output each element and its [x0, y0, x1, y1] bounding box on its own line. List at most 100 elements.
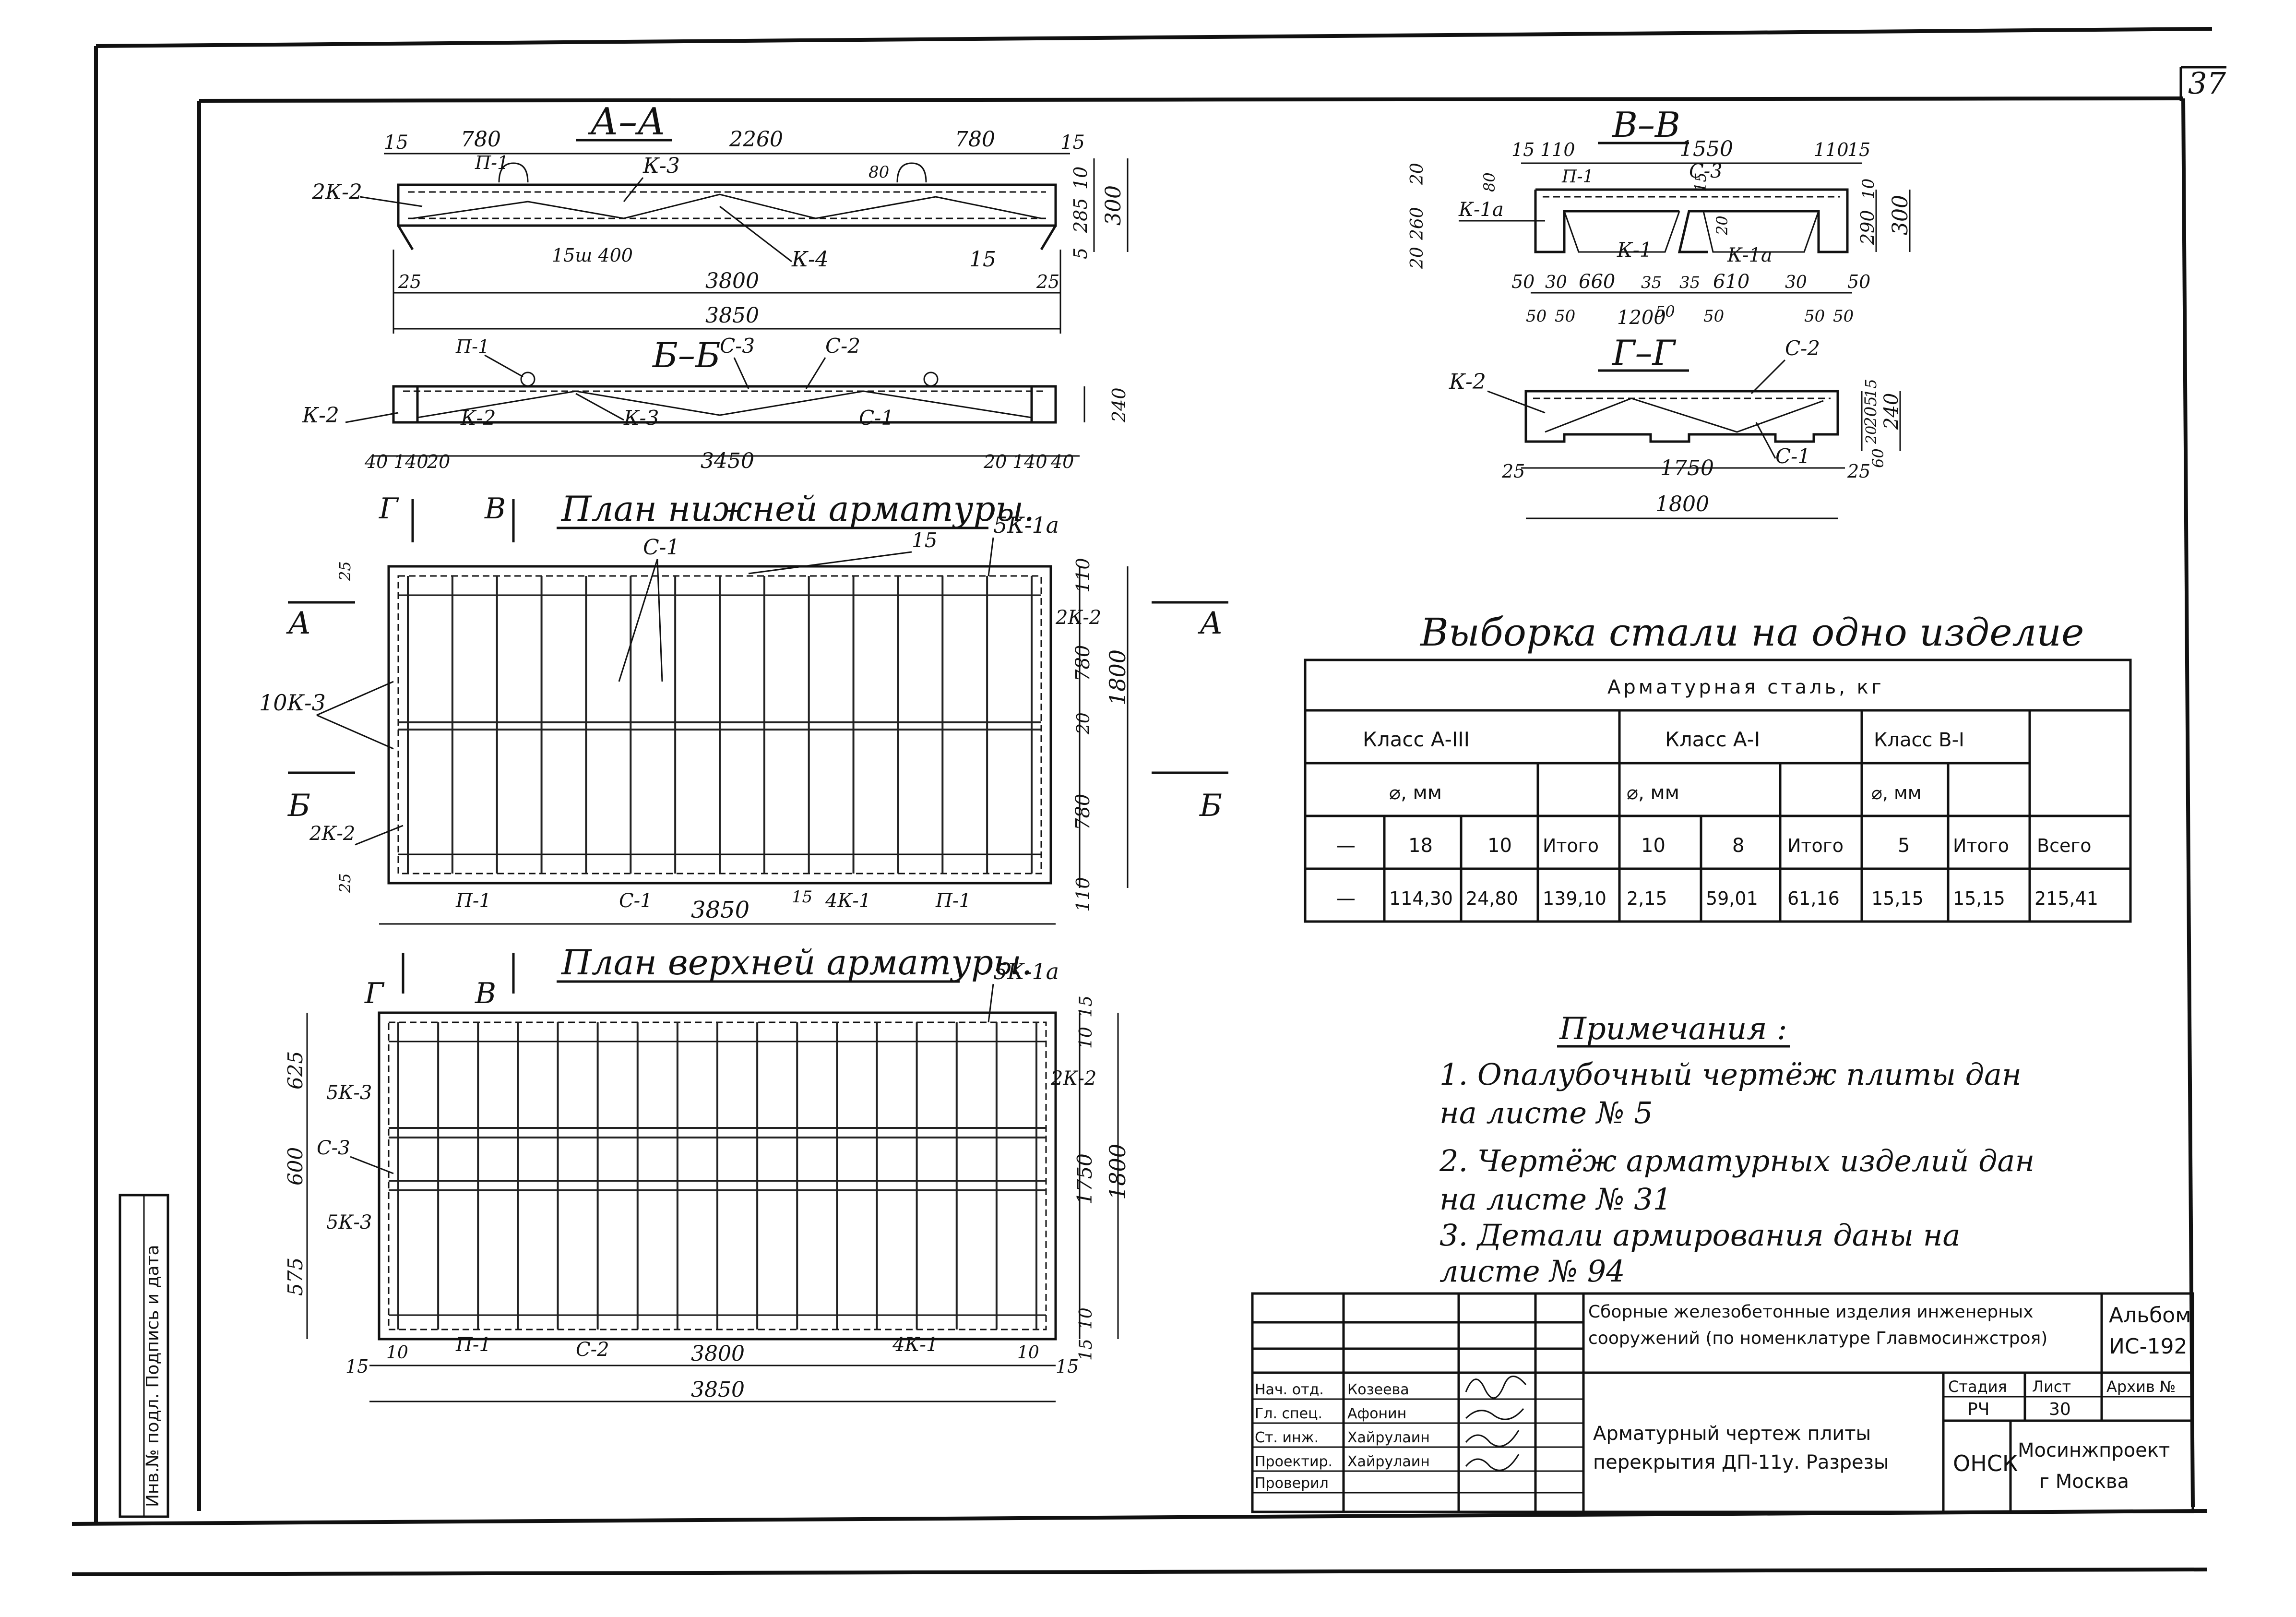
vv-b1-3: 35 — [1641, 273, 1662, 292]
plan-top: План верхней арматуры. Г В 5К-1а 5К-3 2К… — [284, 942, 1130, 1402]
vv-small-20: 20 — [1713, 216, 1731, 236]
steel-a3-d1: 18 — [1408, 835, 1433, 857]
aa-dim-bot-0: 25 — [398, 271, 421, 292]
steel-class-a1: Класс А-I — [1665, 728, 1760, 751]
vv-b2-1: 50 — [1555, 307, 1575, 326]
aa-label-k3: К-3 — [642, 154, 680, 178]
vv-b2-4: 50 — [1703, 307, 1724, 326]
steel-a1-d1: 8 — [1732, 835, 1744, 857]
vv-dim-top-2: 1550 — [1679, 137, 1733, 161]
bb-dim-1: 140 — [393, 451, 428, 472]
bb-dim-4: 20 — [983, 451, 1007, 472]
pt-dim-left-2: 575 — [284, 1258, 307, 1296]
signature-2 — [1465, 1408, 1524, 1420]
pb-dim-bottom: 3850 — [691, 897, 749, 923]
steel-a1-itogo: Итого — [1787, 835, 1844, 856]
tb-sheet-h: Лист — [2032, 1377, 2071, 1396]
vv-b1-4: 35 — [1679, 273, 1700, 292]
vv-b1-0: 50 — [1511, 271, 1535, 292]
pb-label-2k2-right: 2К-2 — [1055, 607, 1101, 629]
page-number: 37 — [2188, 66, 2226, 101]
title-block: Сборные железобетонные изделия инженерны… — [1251, 1292, 2194, 1513]
vv-b2-6: 50 — [1833, 307, 1854, 326]
steel-diam-b1: ⌀, мм — [1871, 782, 1921, 803]
pt-dim-left-1: 600 — [284, 1147, 307, 1186]
aa-label-15: 15 — [969, 247, 996, 272]
pt-dim-bot-4: 15 — [1056, 1356, 1079, 1377]
steel-val-0: — — [1336, 887, 1356, 910]
section-gg-title: Г–Г — [1611, 333, 1677, 373]
tb-album-l1: Альбом — [2109, 1303, 2191, 1328]
pt-dim-bot-0: 15 — [345, 1356, 369, 1377]
vv-label-k1: К-1 — [1617, 238, 1652, 262]
sheet-frame: 37 Инв.№ подл. Подпись и дата — [71, 27, 2226, 1576]
gg-dim-r-2: 20 — [1863, 426, 1880, 444]
signature-1 — [1465, 1376, 1527, 1399]
pt-dim-right-2: 1750 — [1073, 1153, 1096, 1205]
tb-role-0: Нач. отд. — [1255, 1381, 1324, 1398]
note-line-5: листе № 94 — [1439, 1254, 1625, 1289]
aa-dim-top-4: 15 — [1060, 132, 1085, 154]
aa-dim-bot-1: 3800 — [705, 269, 759, 293]
pt-label-5k3-top: 5К-3 — [326, 1082, 372, 1104]
tb-series-l2: сооружений (по номенклатуре Главмосинжст… — [1588, 1329, 2047, 1348]
steel-val-7: 15,15 — [1871, 888, 1924, 909]
steel-val-6: 61,16 — [1787, 888, 1840, 909]
vv-b2-0: 50 — [1526, 307, 1547, 326]
tb-drawing-l2: перекрытия ДП-11у. Разрезы — [1593, 1451, 1889, 1473]
aa-dim-top-2: 2260 — [729, 127, 783, 152]
aa-dim-right-3: 300 — [1101, 185, 1126, 226]
bb-label-s3: С-3 — [720, 334, 755, 358]
steel-val-3: 139,10 — [1543, 888, 1606, 909]
pb-dim-right-3: 780 — [1072, 794, 1094, 830]
steel-val-5: 59,01 — [1706, 888, 1758, 909]
vv-dim-left-0: 20 — [1407, 247, 1427, 269]
note-line-3: на листе № 31 — [1439, 1182, 1672, 1217]
vv-b1-2: 660 — [1579, 271, 1615, 293]
vv-dim-right-0: 10 — [1859, 179, 1878, 199]
pt-label-5k3-bot: 5К-3 — [326, 1211, 372, 1234]
steel-b1-itogo: Итого — [1953, 835, 2009, 856]
pb-small-left-1: 25 — [336, 873, 354, 893]
section-gg: Г–Г К-2 С-2 С-1 15 205 20 240 60 25 1750… — [1449, 333, 1903, 519]
plan-top-cut-v: В — [475, 977, 496, 1010]
vv-dim-right-1: 290 — [1857, 210, 1878, 245]
aa-label-15sh: 15ш 400 — [552, 245, 633, 266]
pb-label-10k3: 10К-3 — [259, 690, 326, 716]
tb-name-1: Афонин — [1347, 1405, 1406, 1422]
pb-label-15-bottom: 15 — [792, 887, 812, 907]
bb-dim-3: 3450 — [701, 449, 754, 473]
steel-a1-d0: 10 — [1641, 835, 1665, 857]
pb-label-s1-bottom: С-1 — [619, 890, 653, 912]
pb-dim-total-right: 1800 — [1105, 649, 1130, 706]
steel-a3-itogo: Итого — [1543, 835, 1599, 856]
aa-label-2k2: 2К-2 — [311, 180, 362, 204]
section-aa-title: А–А — [588, 100, 666, 144]
pb-dim-right-2: 20 — [1074, 712, 1094, 735]
tb-sheet-v: 30 — [2049, 1400, 2071, 1419]
steel-class-b1: Класс В-I — [1874, 729, 1964, 751]
steel-a3-d2: 10 — [1487, 835, 1512, 857]
pt-label-4k1: 4К-1 — [892, 1334, 938, 1356]
pt-dim-right-1: 10 — [1076, 1027, 1096, 1049]
steel-val-8: 15,15 — [1953, 888, 2005, 909]
tb-name-2: Хайрулаин — [1347, 1429, 1430, 1446]
aa-dim-total: 3850 — [705, 303, 759, 328]
signature-3 — [1465, 1430, 1520, 1447]
pb-label-2k2-left: 2К-2 — [309, 823, 355, 845]
pb-label-p1-right: П-1 — [935, 890, 971, 912]
bb-label-k2: К-2 — [460, 406, 496, 430]
section-bb: Б–Б П-1 С-3 С-2 К-2 К-2 К-3 С-1 240 40 1… — [302, 334, 1130, 473]
note-line-4: 3. Детали армирования даны на — [1439, 1218, 1961, 1253]
plan-bottom: План нижней арматуры. Г В А А Б Б С-1 15… — [259, 489, 1228, 925]
aa-dim-right-2: 5 — [1070, 248, 1091, 259]
steel-table-title: Выборка стали на одно изделие — [1419, 610, 2084, 655]
bb-dim-right: 240 — [1108, 387, 1130, 423]
pb-dim-right-1: 780 — [1072, 645, 1094, 682]
vv-b2-3: 50 — [1655, 302, 1675, 321]
pt-dim-total-right: 1800 — [1105, 1144, 1130, 1200]
gg-label-s1: С-1 — [1775, 444, 1810, 468]
vv-small-80: 80 — [1480, 172, 1499, 192]
tb-role-2: Ст. инж. — [1255, 1429, 1319, 1446]
